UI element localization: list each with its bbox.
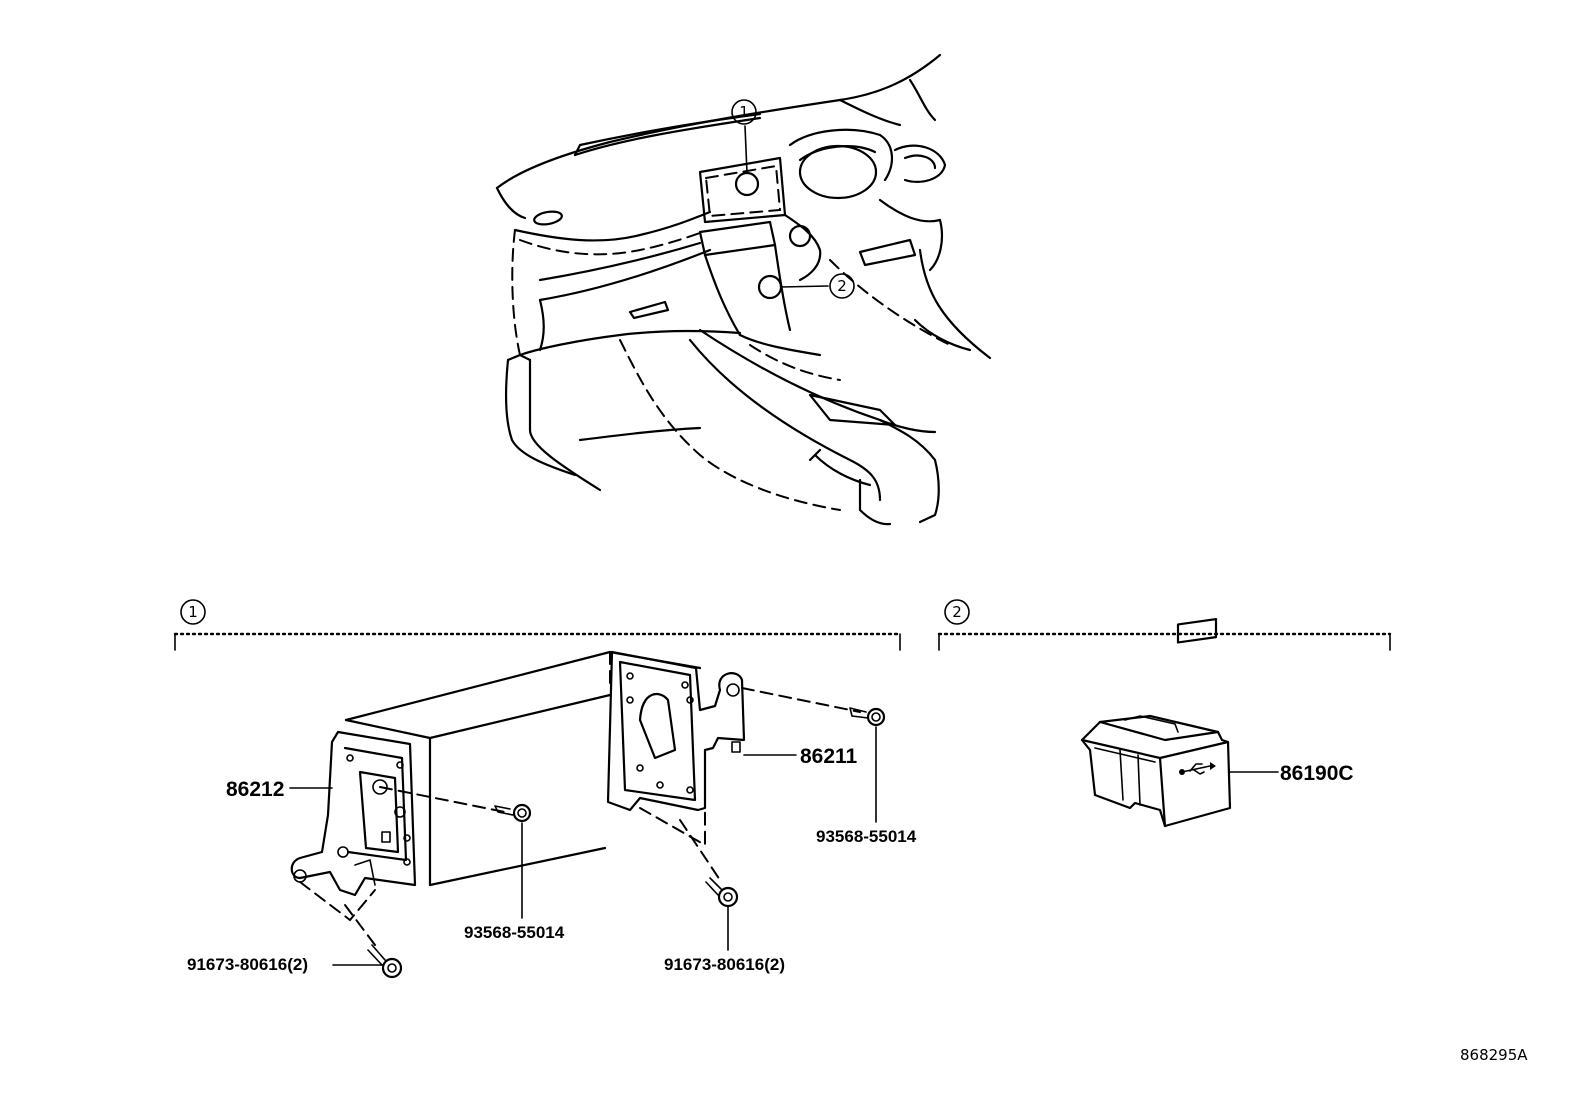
part-label-86212: 86212 (226, 778, 284, 801)
dashboard-overview-illustration: 1 2 (495, 53, 992, 526)
part-label-screw-center: 93568-55014 (464, 923, 565, 942)
section-2-label: 2 (952, 603, 962, 621)
bolt-left (367, 944, 403, 979)
callout-2-marker (829, 273, 855, 299)
part-label-bolt-left: 91673-80616(2) (187, 955, 308, 974)
head-unit-assembly (289, 650, 886, 979)
callout-1-label: 1 (739, 103, 749, 121)
part-label-86211: 86211 (800, 745, 858, 768)
callout-target-circle-1 (734, 171, 760, 197)
screw-right-top (849, 707, 886, 727)
callout-2-label: 2 (837, 277, 847, 295)
part-label-86190c: 86190C (1280, 762, 1354, 785)
section-2-header: 2 (937, 599, 1392, 651)
callout-target-circle-2 (757, 274, 783, 300)
screw-center (494, 803, 532, 823)
callout-1-marker (731, 99, 757, 125)
section-1-label: 1 (188, 603, 198, 621)
section-1-header: 1 (173, 599, 902, 651)
part-label-screw-right: 93568-55014 (816, 827, 917, 846)
part-label-bolt-right: 91673-80616(2) (664, 955, 785, 974)
usb-icon (1179, 762, 1216, 775)
usb-port-assembly (1080, 617, 1279, 828)
diagram-reference-id: 868295A (1460, 1046, 1528, 1064)
bolt-right (705, 877, 739, 908)
